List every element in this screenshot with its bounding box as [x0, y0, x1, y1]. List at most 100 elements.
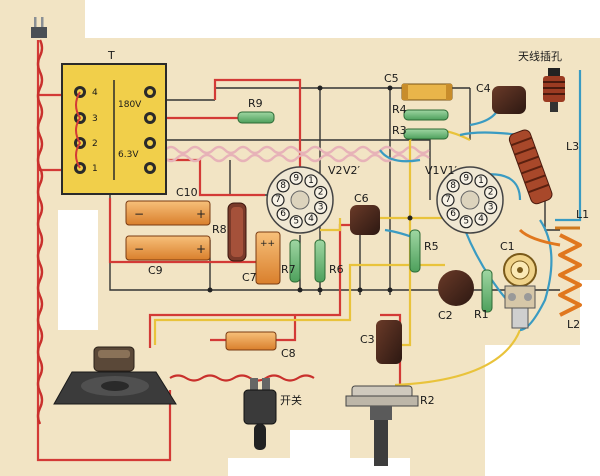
label-r5: R5: [424, 240, 439, 253]
capacitor-c10: − +: [125, 200, 211, 226]
speaker: [53, 346, 177, 405]
v1-pin-7: [441, 193, 455, 207]
label-c1: C1: [500, 240, 515, 253]
heater-wires: [164, 145, 430, 163]
v2-pin-label-7: 7: [275, 195, 281, 205]
v1-pin-label-6: 6: [450, 209, 456, 219]
svg-text:−: −: [134, 207, 144, 221]
white-cutout-bottom-right: [485, 345, 600, 476]
variable-capacitor-c1: [503, 253, 537, 329]
v2-pin-9: [289, 171, 303, 185]
label-c5: C5: [384, 72, 399, 85]
v1-pin-label-5: 5: [463, 217, 469, 227]
v1-pin-1: [474, 174, 488, 188]
switch-cord: [169, 374, 315, 382]
resistor-r1: [481, 269, 493, 313]
resistor-r7: [289, 239, 301, 283]
label-c7: C7: [242, 271, 257, 284]
v1-pin-6: [446, 207, 460, 221]
v1-pin-label-2: 2: [488, 187, 494, 197]
v2-pin-label-5: 5: [293, 217, 299, 227]
label-r1: R1: [474, 308, 489, 321]
v2-pin-6: [276, 207, 290, 221]
resistor-r8: [227, 202, 247, 262]
svg-text:++: ++: [260, 239, 275, 249]
svg-text:−: −: [134, 242, 144, 256]
v2-pin-7: [271, 193, 285, 207]
v2-pin-label-1: 1: [308, 176, 314, 186]
label-c9: C9: [148, 264, 163, 277]
resistor-r9: [237, 111, 275, 124]
antenna-socket: [543, 68, 565, 112]
capacitor-c2: [438, 270, 474, 306]
white-cutout-left: [58, 210, 98, 330]
label-l3: L3: [566, 140, 579, 153]
label-t-pin3: 3: [92, 114, 98, 124]
resistor-r4: [403, 109, 449, 121]
resistor-r3: [403, 128, 449, 140]
power-cord: [36, 39, 44, 425]
resistor-r5: [409, 229, 421, 273]
label-c4: C4: [476, 82, 491, 95]
label-r6: R6: [329, 263, 344, 276]
v2-pin-2: [314, 185, 328, 200]
label-180v: 180V: [118, 100, 142, 110]
label-r7: R7: [281, 263, 296, 276]
white-cutout-right: [580, 280, 600, 350]
label-c6: C6: [354, 192, 369, 205]
v2-pin-4: [304, 212, 318, 226]
v2-pin-label-6: 6: [280, 209, 286, 219]
v2-pin-label-9: 9: [293, 173, 299, 183]
v1-pin-label-4: 4: [478, 214, 484, 224]
v1-pin-label-9: 9: [463, 173, 469, 183]
coil-l3: [508, 129, 553, 205]
label-r8: R8: [212, 223, 227, 236]
capacitor-c3: [376, 320, 402, 364]
capacitor-c8: [225, 331, 277, 351]
label-r4: R4: [392, 103, 407, 116]
v1-pin-label-1: 1: [478, 176, 484, 186]
transformer: [61, 63, 167, 195]
v2-pin-3: [314, 200, 328, 215]
label-63v: 6.3V: [118, 150, 139, 160]
v1-pin-3: [484, 200, 498, 215]
label-r2: R2: [420, 394, 435, 407]
resistor-r6: [314, 239, 326, 283]
capacitor-c6: [350, 205, 380, 235]
v2-pin-8: [276, 179, 290, 193]
label-t-pin1: 1: [92, 164, 98, 174]
coil-l2: [518, 226, 582, 317]
label-r3: R3: [392, 124, 407, 137]
v2-pin-1: [304, 174, 318, 188]
label-c3: C3: [360, 333, 375, 346]
capacitor-c4: [492, 86, 526, 114]
v2-pin-5: [289, 215, 303, 229]
junction-dots: [207, 85, 413, 293]
label-r9: R9: [248, 97, 263, 110]
label-l1: L1: [576, 208, 589, 221]
label-switch: 开关: [280, 393, 302, 407]
capacitor-c9: − +: [125, 235, 211, 261]
v1-pin-9: [459, 171, 473, 185]
label-t-pin4: 4: [92, 88, 98, 98]
label-c2: C2: [438, 309, 453, 322]
v1-pin-label-8: 8: [450, 181, 456, 191]
label-v2: V2: [328, 164, 343, 177]
label-antenna: 天线插孔: [518, 49, 562, 63]
v1-pin-2: [484, 185, 498, 200]
power-plug: [31, 17, 47, 38]
capacitor-c5: [401, 83, 453, 101]
label-c8: C8: [281, 347, 296, 360]
label-transformer: T: [107, 49, 115, 62]
v2-pin-label-4: 4: [308, 214, 314, 224]
label-v2p: V2′: [343, 164, 361, 177]
power-switch: [243, 378, 277, 450]
label-t-pin2: 2: [92, 139, 98, 149]
potentiometer-r2: [345, 385, 419, 466]
label-v1: V1: [425, 164, 440, 177]
label-v1p: V1′: [440, 164, 458, 177]
v2-pin-label-8: 8: [280, 181, 286, 191]
